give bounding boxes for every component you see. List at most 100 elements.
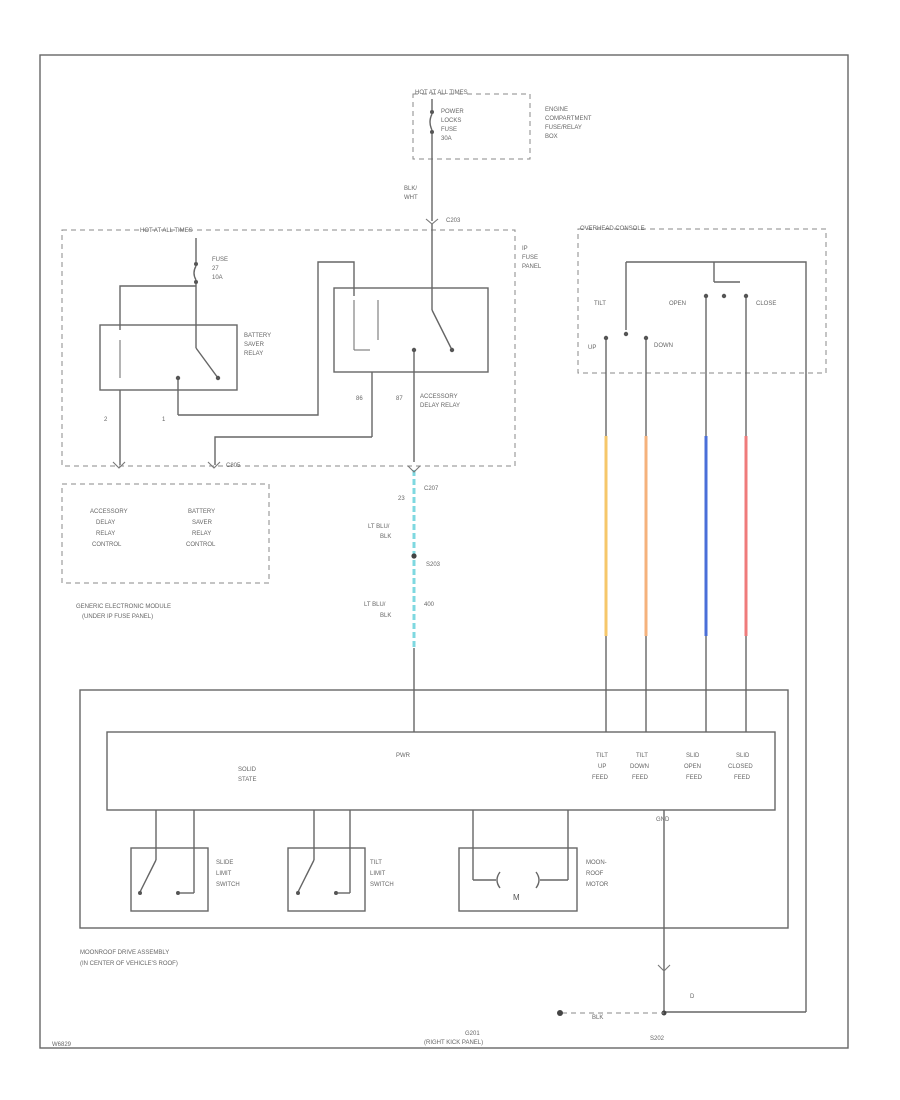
ip-fuse-panel-group: HOT AT ALL TIMES IP FUSE PANEL FUSE 27 1… [61,224,542,469]
slide-switch-2: LIMIT [216,871,232,877]
ground-blk: BLK [592,1015,603,1021]
engine-fuse-line-3: FUSE [441,127,457,133]
s203-label: S203 [426,562,441,568]
fuse27-line-3: 10A [212,275,223,281]
feed-tilt-up-2: UP [598,764,606,770]
overhead-close-label: CLOSE [756,301,776,307]
ip-fuse-panel-label-2: FUSE [522,255,538,261]
feed-close-1: SLID [736,753,750,759]
accessory-control-1: ACCESSORY [90,509,128,515]
feed-open-2: OPEN [684,764,701,770]
generic-module-caption-1: GENERIC ELECTRONIC MODULE [76,604,171,610]
pin-86-label: 86 [356,396,363,402]
slide-switch-3: SWITCH [216,882,240,888]
drive-assembly-box [79,689,789,929]
footer-id: W6829 [52,1042,72,1048]
engine-fuse-box [412,93,531,160]
feed-close-2: CLOSED [728,764,753,770]
solid-state-1: SOLID [238,767,257,773]
overhead-console-box [577,228,827,374]
g201-location: (RIGHT KICK PANEL) [424,1040,483,1046]
generic-module-caption-2: (UNDER IP FUSE PANEL) [82,614,153,620]
tilt-limit-switch [287,847,366,912]
pwr-label: PWR [396,753,411,759]
moonroof-motor [458,847,578,912]
accessory-relay-label-2: DELAY RELAY [420,403,460,409]
feed-close-3: FEED [734,775,751,781]
drive-assembly-group: PWR SOLID STATE TILT UP FEED TILT DOWN F… [79,689,789,967]
pin-87-label: 87 [396,396,403,402]
feed-tilt-up-1: TILT [596,753,608,759]
solid-state-2: STATE [238,777,256,783]
motor-label-1: MOON- [586,860,607,866]
engine-box-label-4: BOX [545,134,558,140]
engine-fuse-line-2: LOCKS [441,118,461,124]
pin-2-label: 2 [104,417,108,423]
motor-symbol: M [513,893,520,902]
feed-tilt-up-3: FEED [592,775,609,781]
fuse27-line-2: 27 [212,266,219,272]
feed-tilt-down-3: FEED [632,775,649,781]
tilt-switch-2: LIMIT [370,871,386,877]
accessory-control-4: CONTROL [92,542,122,548]
battery-control-1: BATTERY [188,509,215,515]
accessory-delay-relay [333,287,489,373]
engine-box-label-1: ENGINE [545,107,568,113]
motor-label-2: ROOF [586,871,604,877]
c805-label: C805 [226,463,241,469]
engine-fuse-line-1: POWER [441,109,464,115]
center-feed-wire: C207 23 LT BLU/ BLK S203 LT BLU/ BLK 400 [364,465,441,732]
slide-switch-1: SLIDE [216,860,233,866]
feed-open-3: FEED [686,775,703,781]
blk-wht-wire-2: WHT [404,195,418,201]
ip-fuse-panel-label-3: PANEL [522,264,542,270]
pin-23-label: 23 [398,496,405,502]
engine-box-label-3: FUSE/RELAY [545,125,582,131]
gnd-label: GND [656,817,670,823]
engine-box-label-2: COMPARTMENT [545,116,592,122]
ltblu-blk-2b: BLK [380,613,391,619]
battery-relay-label-2: SAVER [244,342,265,348]
battery-saver-relay [99,324,238,391]
overhead-console-label: OVERHEAD CONSOLE [580,226,645,232]
overhead-open-label: OPEN [669,301,686,307]
drive-caption-1: MOONROOF DRIVE ASSEMBLY [80,950,169,956]
ip-fuse-header: HOT AT ALL TIMES [140,228,193,234]
overhead-up-label: UP [588,345,596,351]
battery-control-3: RELAY [192,531,211,537]
s202-label: S202 [650,1036,665,1042]
engine-fuse-group: HOT AT ALL TIMES POWER LOCKS FUSE 30A EN… [404,90,592,225]
ip-fuse-panel-label-1: IP [522,246,528,252]
ground-pin-d: D [690,994,695,1000]
generic-module-group: ACCESSORY DELAY RELAY CONTROL BATTERY SA… [61,483,270,620]
battery-control-2: SAVER [192,520,213,526]
slide-limit-switch [130,847,209,912]
c203-label: C203 [446,218,461,224]
tilt-switch-3: SWITCH [370,882,394,888]
ground-group: D BLK G201 (RIGHT KICK PANEL) S202 W6829 [52,810,806,1048]
pin-1-label: 1 [162,417,166,423]
diagram-frame [39,54,849,1049]
g201-label: G201 [465,1031,480,1037]
feed-open-1: SLID [686,753,700,759]
motor-label-3: MOTOR [586,882,609,888]
ltblu-blk-2a: LT BLU/ [364,602,386,608]
feed-wires [604,376,807,1012]
overhead-tilt-label: TILT [594,301,606,307]
generic-module-box [61,483,270,584]
ltblu-blk-1a: LT BLU/ [368,524,390,530]
accessory-control-3: RELAY [96,531,115,537]
engine-fuse-header: HOT AT ALL TIMES [415,90,468,96]
ltblu-blk-1b: BLK [380,534,391,540]
circuit-400-label: 400 [424,602,435,608]
tilt-switch-1: TILT [370,860,382,866]
engine-fuse-line-4: 30A [441,136,452,142]
blk-wht-wire-1: BLK/ [404,186,417,192]
accessory-relay-label-1: ACCESSORY [420,394,458,400]
c207-label: C207 [424,486,439,492]
accessory-control-2: DELAY [96,520,115,526]
overhead-console-group: OVERHEAD CONSOLE TILT OPEN CLOSE UP DOWN [577,226,827,376]
battery-control-4: CONTROL [186,542,216,548]
overhead-down-label: DOWN [654,343,673,349]
